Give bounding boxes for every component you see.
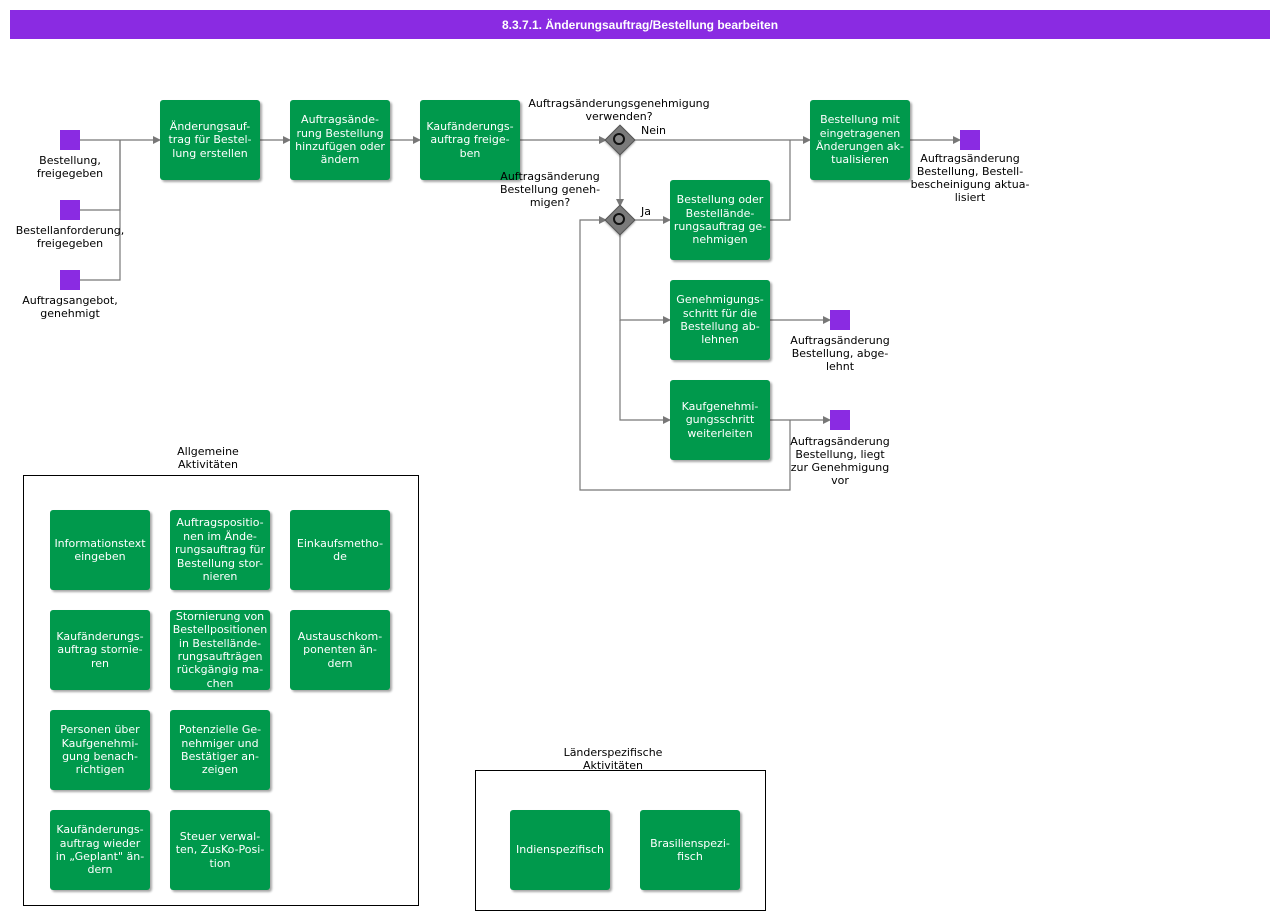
flow-start-quote — [80, 140, 121, 281]
country-activity-brazil[interactable]: Brasilienspezi- fisch — [640, 810, 740, 890]
activity-forward-step[interactable]: Kaufgenehmi- gungsschritt weiterleiten — [670, 380, 770, 460]
end-event-rejected[interactable] — [830, 310, 850, 330]
general-group-title: Allgemeine Aktivitäten — [177, 445, 239, 471]
gateway-approve-change-label: Auftragsänderung Bestellung geneh- migen… — [499, 170, 601, 209]
activity-approve-order[interactable]: Bestellung oder Bestellände- rungsauftra… — [670, 180, 770, 260]
flow-to-forward — [619, 320, 671, 424]
flow-approve-to-update — [770, 140, 791, 221]
end-event-rejected-label: Auftragsänderung Bestellung, abge- lehnt — [790, 334, 890, 373]
gateway-use-approval-label: Auftragsänderungsgenehmigung verwenden? — [528, 97, 710, 123]
end-event-updated[interactable] — [960, 130, 980, 150]
start-event-quote-label: Auftragsangebot, genehmigt — [22, 294, 118, 320]
start-event-requisition[interactable] — [60, 200, 80, 220]
activity-add-change[interactable]: Auftragsände- rung Bestellung hinzufügen… — [290, 100, 390, 180]
flow-to-reject — [619, 234, 671, 324]
country-activity-india[interactable]: Indienspezifisch — [510, 810, 610, 890]
start-event-order[interactable] — [60, 130, 80, 150]
end-event-updated-label: Auftragsänderung Bestellung, Bestell- be… — [910, 152, 1030, 204]
general-activity-9[interactable]: Kaufänderungs- auftrag wieder in „Geplan… — [50, 810, 150, 890]
activity-release-change[interactable]: Kaufänderungs- auftrag freige- ben — [420, 100, 520, 180]
end-event-pending-label: Auftragsänderung Bestellung, liegt zur G… — [790, 435, 890, 487]
activity-create-change-order[interactable]: Änderungsauf- trag für Bestel- lung erst… — [160, 100, 260, 180]
general-activity-4[interactable]: Kaufänderungs- auftrag stornie- ren — [50, 610, 150, 690]
activity-reject-step[interactable]: Genehmigungs- schritt für die Bestellung… — [670, 280, 770, 360]
general-activity-7[interactable]: Personen über Kaufgenehmi- gung benach- … — [50, 710, 150, 790]
gateway-approve-change-marker — [613, 213, 625, 225]
gateway-no-label: Nein — [641, 124, 667, 137]
diagram-title: 8.3.7.1. Änderungsauftrag/Bestellung bea… — [10, 10, 1270, 39]
start-event-order-label: Bestellung, freigegeben — [36, 154, 104, 180]
country-group-title: Länderspezifische Aktivitäten — [563, 746, 663, 770]
general-activity-8[interactable]: Potenzielle Ge- nehmiger und Bestätiger … — [170, 710, 270, 790]
gateway-use-approval-marker — [613, 133, 625, 145]
activity-update-order[interactable]: Bestellung mit eingetragenen Änderungen … — [810, 100, 910, 180]
flow-loop-back — [579, 216, 791, 491]
gateway-yes-label: Ja — [641, 205, 651, 218]
general-activity-10[interactable]: Steuer verwal- ten, ZusKo-Posi- tion — [170, 810, 270, 890]
general-activity-2[interactable]: Auftragspositio- nen im Ände- rungsauftr… — [170, 510, 270, 590]
end-event-pending[interactable] — [830, 410, 850, 430]
general-activity-6[interactable]: Austauschkom- ponenten än- dern — [290, 610, 390, 690]
general-activity-5[interactable]: Stornierung von Bestellpositionen in Bes… — [170, 610, 270, 690]
general-activity-3[interactable]: Einkaufsmetho- de — [290, 510, 390, 590]
start-event-quote[interactable] — [60, 270, 80, 290]
general-activities-group — [23, 475, 419, 906]
general-activity-1[interactable]: Informationstext eingeben — [50, 510, 150, 590]
start-event-requisition-label: Bestellanforderung, freigegeben — [15, 224, 125, 250]
